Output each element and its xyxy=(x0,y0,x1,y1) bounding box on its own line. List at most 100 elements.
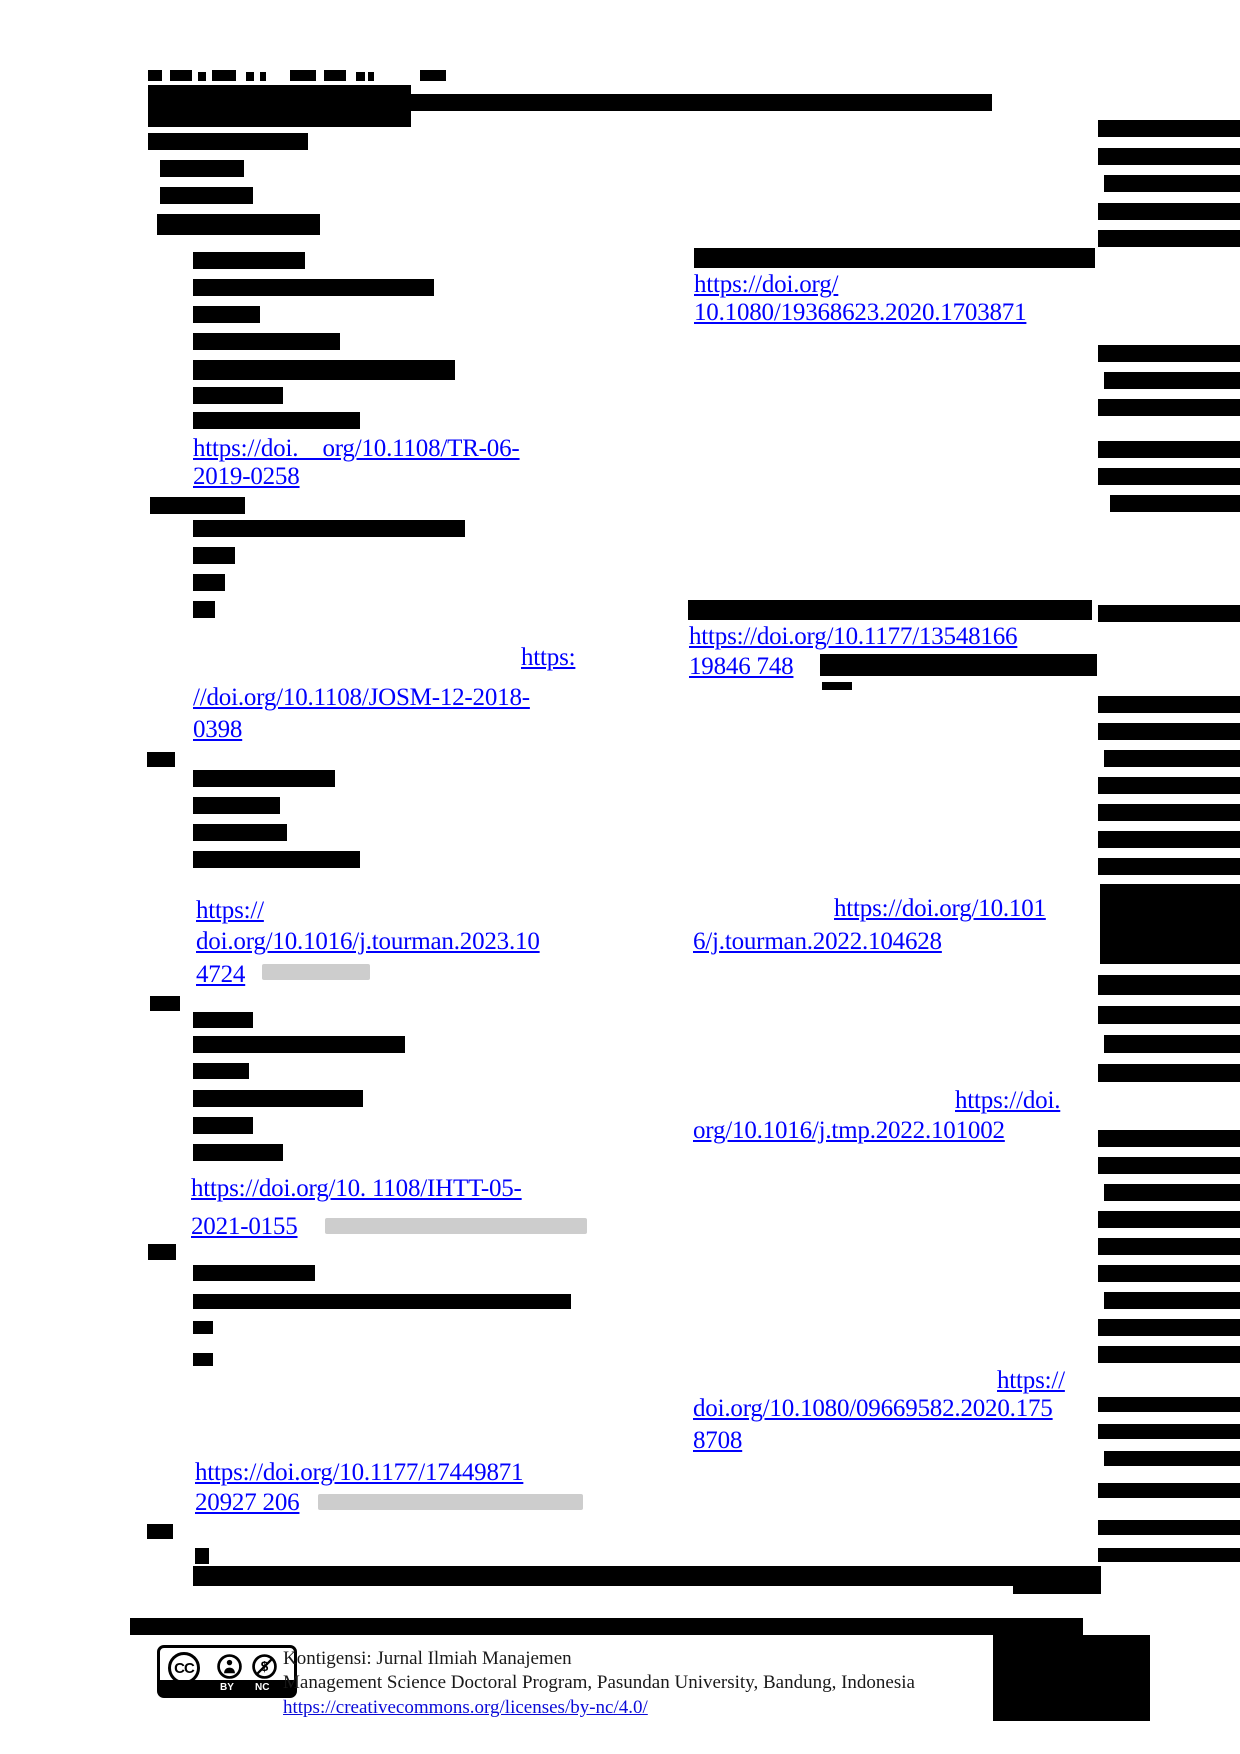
redaction-bar xyxy=(193,360,455,380)
redaction-bar xyxy=(1098,1424,1240,1439)
redaction-bar xyxy=(1104,1451,1240,1466)
redaction-bar xyxy=(1098,1520,1240,1535)
redaction-bar xyxy=(130,1618,1083,1635)
license-link[interactable]: https://creativecommons.org/licenses/by-… xyxy=(283,1697,648,1718)
redaction-bar xyxy=(1098,230,1240,247)
redaction-bar xyxy=(694,248,1095,268)
redaction-bar xyxy=(1098,1319,1240,1336)
redaction-bar xyxy=(193,1321,213,1334)
redaction-bar xyxy=(1100,884,1240,964)
redaction-bar xyxy=(193,1294,571,1309)
redaction-bar xyxy=(193,1090,363,1107)
doi-link[interactable]: 6/j.tourman.2022.104628 xyxy=(693,928,942,955)
redaction-bar xyxy=(1104,750,1240,767)
doi-link[interactable]: https://doi. org/10.1108/TR-06- xyxy=(193,435,520,462)
redaction-bar xyxy=(1104,175,1240,192)
redaction-bar xyxy=(246,72,254,81)
journal-title: Kontigensi: Jurnal Ilmiah Manajemen xyxy=(283,1648,572,1669)
redaction-bar xyxy=(356,72,365,81)
redaction-bar xyxy=(1098,1211,1240,1228)
redaction-bar xyxy=(1110,495,1240,512)
redaction-bar xyxy=(993,1635,1150,1721)
redaction-bar xyxy=(1104,1184,1240,1201)
redaction-bar xyxy=(324,70,346,81)
redaction-bar xyxy=(193,279,434,296)
redaction-bar xyxy=(193,1566,1038,1586)
redaction-bar xyxy=(1098,468,1240,485)
doi-link[interactable]: https://doi.org/ xyxy=(694,271,839,298)
doi-link[interactable]: 10.1080/19368623.2020.1703871 xyxy=(694,299,1027,326)
redaction-bar xyxy=(1098,1157,1240,1174)
badge-nc-label: NC xyxy=(255,1682,270,1693)
redaction-bar xyxy=(1098,723,1240,740)
redaction-bar xyxy=(193,520,465,537)
redaction-bar xyxy=(212,70,236,81)
doi-link[interactable]: https://doi.org/10.101 xyxy=(834,895,1046,922)
non-commercial-dollar-icon: $ xyxy=(252,1654,277,1679)
redaction-bar xyxy=(193,387,283,404)
redaction-bar xyxy=(1098,441,1240,458)
redaction-bar xyxy=(193,574,225,591)
redaction-bar xyxy=(150,497,245,514)
redaction-bar xyxy=(193,1036,405,1053)
doi-link[interactable]: //doi.org/10.1108/JOSM-12-2018- xyxy=(193,684,530,711)
doi-link[interactable]: 0398 xyxy=(193,716,243,743)
redaction-bar xyxy=(1098,831,1240,848)
doi-link[interactable]: 8708 xyxy=(693,1427,743,1454)
redaction-bar xyxy=(193,306,260,323)
doi-link[interactable]: 4724 xyxy=(196,961,246,988)
attribution-person-icon xyxy=(217,1654,242,1679)
doi-link[interactable]: https://doi.org/10. 1108/IHTT-05- xyxy=(191,1175,522,1202)
redaction-bar xyxy=(148,85,411,127)
doi-link[interactable]: https: xyxy=(521,644,576,671)
redaction-bar xyxy=(193,252,305,269)
redaction-bar xyxy=(1098,203,1240,220)
redaction-bar xyxy=(1098,1346,1240,1363)
redaction-bar xyxy=(198,72,206,81)
redaction-bar xyxy=(148,1244,176,1260)
doi-link[interactable]: doi.org/10.1080/09669582.2020.175 xyxy=(693,1395,1053,1422)
badge-by-label: BY xyxy=(220,1682,234,1693)
doi-link[interactable]: 2021-0155 xyxy=(191,1213,298,1240)
redaction-bar xyxy=(193,1265,315,1281)
faded-redaction-fragment xyxy=(325,1218,587,1234)
redaction-bar xyxy=(160,187,253,204)
doi-link[interactable]: doi.org/10.1016/j.tourman.2023.10 xyxy=(196,928,540,955)
doi-link[interactable]: https://doi.org/10.1177/13548166 xyxy=(689,623,1018,650)
doi-link[interactable]: org/10.1016/j.tmp.2022.101002 xyxy=(693,1117,1005,1144)
redaction-bar xyxy=(147,752,175,767)
journal-affiliation: Management Science Doctoral Program, Pas… xyxy=(283,1672,915,1693)
redaction-bar xyxy=(193,333,340,350)
redaction-bar xyxy=(193,412,360,429)
redaction-bar xyxy=(822,682,852,690)
redaction-bar xyxy=(290,70,316,81)
redaction-bar xyxy=(411,94,992,111)
redaction-bar xyxy=(1098,1006,1240,1024)
doi-link[interactable]: 20927 206 xyxy=(195,1489,300,1516)
doi-link[interactable]: 19846 748 xyxy=(689,653,794,680)
redaction-bar xyxy=(1098,605,1240,622)
redaction-bar xyxy=(193,797,280,814)
doi-link[interactable]: https://doi.org/10.1177/17449871 xyxy=(195,1459,524,1486)
redaction-bar xyxy=(1098,1397,1240,1412)
redaction-bar xyxy=(1098,1064,1240,1082)
doi-link[interactable]: 2019-0258 xyxy=(193,463,300,490)
redaction-bar xyxy=(148,70,162,81)
redaction-bar xyxy=(1098,148,1240,165)
doi-link[interactable]: https://doi. xyxy=(955,1087,1061,1114)
redaction-bar xyxy=(820,654,1097,676)
doi-link[interactable]: https:// xyxy=(997,1367,1065,1394)
badge-label-strip xyxy=(160,1680,294,1695)
redaction-bar xyxy=(193,1012,253,1028)
redaction-bar xyxy=(193,851,360,868)
redaction-bar xyxy=(1104,1035,1240,1053)
redaction-bar xyxy=(1104,372,1240,389)
cc-by-nc-badge[interactable]: CC $ BY NC xyxy=(157,1645,297,1698)
redaction-bar xyxy=(1098,804,1240,821)
redaction-bar xyxy=(193,547,235,564)
doi-link[interactable]: https:// xyxy=(196,897,264,924)
redaction-bar xyxy=(193,601,215,618)
redaction-bar xyxy=(1104,1292,1240,1309)
redaction-bar xyxy=(368,72,374,81)
